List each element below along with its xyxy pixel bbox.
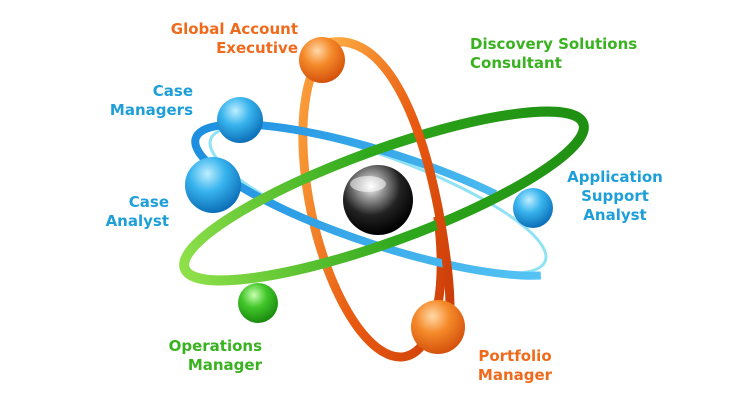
case-managers-ball [217,97,263,143]
operations-manager-label: Operations Manager [168,337,262,374]
portfolio-manager-ball [411,300,465,354]
operations-manager-ball [238,283,278,323]
case-analyst-label: Case Analyst [105,193,169,230]
nucleus-ball [343,165,413,235]
portfolio-manager-label: Portfolio Manager [477,347,553,384]
discovery-solutions-consultant-label: Discovery Solutions Consultant [470,35,638,72]
global-account-executive-label: Global Account Executive [170,20,298,57]
global-account-executive-ball [299,37,345,83]
case-analyst-ball [185,157,241,213]
green-orbit [179,106,589,286]
case-managers-label: Case Managers [109,82,193,119]
application-support-analyst-ball [513,188,553,228]
application-support-analyst-label: Application Support Analyst [567,168,663,224]
